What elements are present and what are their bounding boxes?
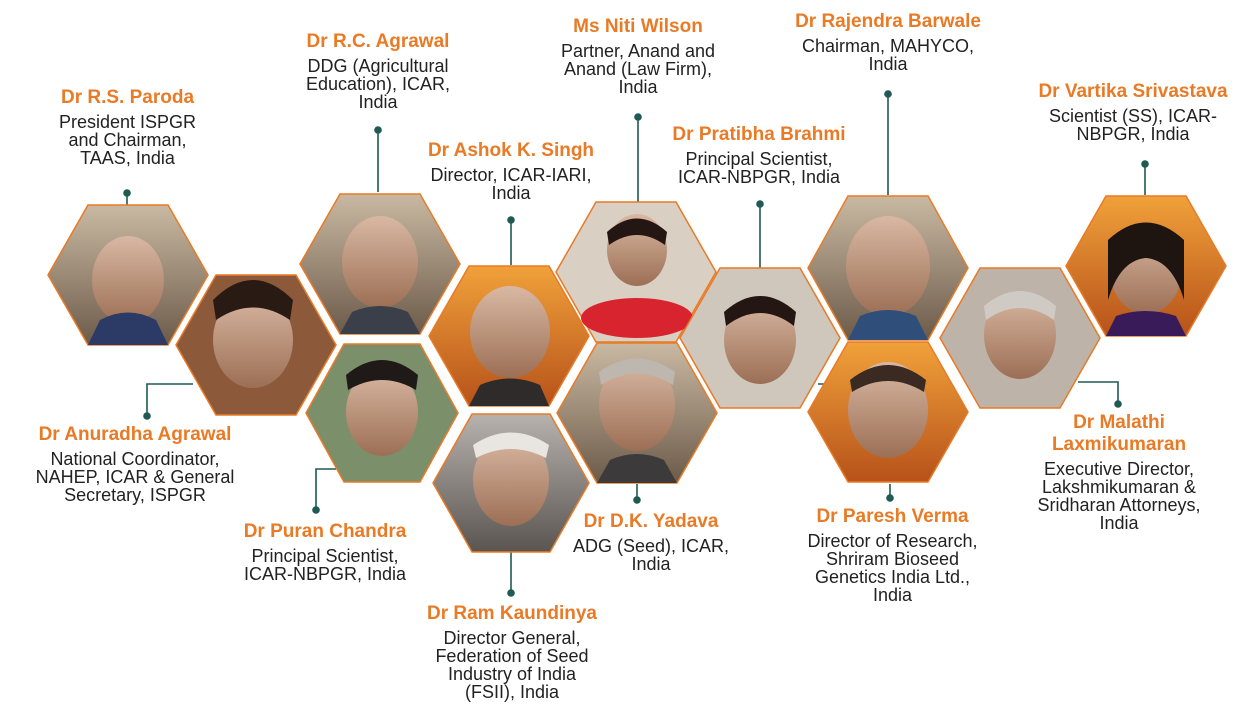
person-niti-wilson: Ms Niti Wilson Partner, Anand and Anand … (527, 16, 749, 96)
person-dk-yadava: Dr D.K. Yadava ADG (Seed), ICAR, India (552, 511, 750, 573)
person-role: Director, ICAR-IARI, India (430, 165, 592, 203)
photo-rajendra-barwale (807, 195, 969, 341)
person-name: Dr R.S. Paroda (60, 87, 195, 108)
person-role: Principal Scientist, ICAR-NBPGR, India (243, 546, 407, 584)
photo-paroda (47, 204, 209, 346)
person-name: Dr Paresh Verma (816, 506, 969, 527)
person-name: Ms Niti Wilson (573, 16, 703, 37)
photo-malathi-laxmikumaran (939, 267, 1101, 409)
person-ram-kaundinya: Dr Ram Kaundinya Director General, Feder… (398, 603, 626, 701)
person-name: Dr Rajendra Barwale (795, 11, 981, 32)
person-name: Dr Anuradha Agrawal (38, 424, 232, 445)
photo-anuradha-agrawal (175, 274, 337, 416)
photo-ram-kaundinya (432, 413, 590, 553)
person-rajendra-barwale: Dr Rajendra Barwale Chairman, MAHYCO, In… (775, 11, 1001, 73)
person-name: Dr D.K. Yadava (583, 511, 719, 532)
person-role: Principal Scientist, ICAR-NBPGR, India (677, 149, 841, 187)
person-anuradha-agrawal: Dr Anuradha Agrawal National Coordinator… (10, 424, 260, 504)
person-role: DDG (Agricultural Education), ICAR, Indi… (305, 56, 451, 112)
person-name: Dr Puran Chandra (243, 521, 407, 542)
photo-paresh-verma (807, 341, 969, 483)
photo-vartika-srivastava (1065, 195, 1227, 337)
photo-pratibha-brahmi (679, 267, 841, 409)
person-role: President ISPGR and Chairman, TAAS, Indi… (58, 112, 197, 168)
photo-rc-agrawal (299, 193, 461, 335)
person-role: ADG (Seed), ICAR, India (572, 536, 730, 574)
person-pratibha-brahmi: Dr Pratibha Brahmi Principal Scientist, … (648, 124, 870, 186)
person-rc-agrawal: Dr R.C. Agrawal DDG (Agricultural Educat… (268, 31, 488, 111)
person-paroda: Dr R.S. Paroda President ISPGR and Chair… (20, 87, 235, 167)
person-name: Dr R.C. Agrawal (306, 31, 450, 52)
person-name: Dr Ashok K. Singh (427, 140, 595, 161)
photo-ashok-singh (428, 265, 590, 407)
person-role: Partner, Anand and Anand (Law Firm), Ind… (560, 41, 716, 97)
person-name: Dr Pratibha Brahmi (672, 124, 846, 145)
person-role: Executive Director, Lakshmikumaran & Sri… (1037, 459, 1201, 533)
person-name: Dr Malathi Laxmikumaran (1051, 412, 1187, 455)
photo-niti-wilson (555, 201, 717, 343)
person-malathi-laxmikumaran: Dr Malathi Laxmikumaran Executive Direct… (1008, 412, 1230, 532)
photo-dk-yadava (556, 342, 718, 484)
person-role: Director General, Federation of Seed Ind… (435, 628, 589, 702)
person-role: Chairman, MAHYCO, India (801, 36, 975, 74)
person-puran-chandra: Dr Puran Chandra Principal Scientist, IC… (220, 521, 430, 583)
person-ashok-singh: Dr Ashok K. Singh Director, ICAR-IARI, I… (397, 140, 625, 202)
photo-puran-chandra (305, 343, 459, 483)
person-role: National Coordinator, NAHEP, ICAR & Gene… (35, 449, 235, 505)
person-role: Director of Research, Shriram Bioseed Ge… (807, 531, 978, 605)
person-vartika-srivastava: Dr Vartika Srivastava Scientist (SS), IC… (1022, 81, 1244, 143)
person-role: Scientist (SS), ICAR- NBPGR, India (1048, 106, 1218, 144)
person-name: Dr Vartika Srivastava (1038, 81, 1228, 102)
person-paresh-verma: Dr Paresh Verma Director of Research, Sh… (780, 506, 1005, 604)
person-name: Dr Ram Kaundinya (427, 603, 597, 624)
